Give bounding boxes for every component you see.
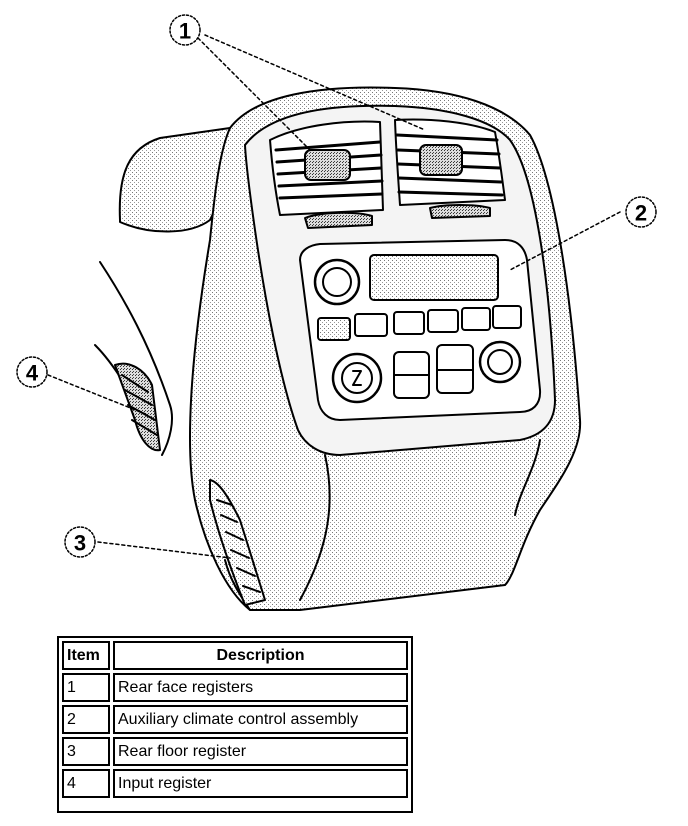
- rear-floor-register: [209, 479, 266, 606]
- description-cell: Rear floor register: [113, 737, 408, 766]
- description-header: Description: [113, 641, 408, 670]
- item-cell: 2: [62, 705, 110, 734]
- description-cell: Rear face registers: [113, 673, 408, 702]
- leader-lines: [47, 34, 621, 559]
- callout-labels: 1 2 3 4: [26, 19, 647, 556]
- item-header: Item: [62, 641, 110, 670]
- table-row: 4 Input register: [62, 769, 408, 798]
- table-row: 2 Auxiliary climate control assembly: [62, 705, 408, 734]
- callout-1: 1: [179, 19, 191, 44]
- item-cell: 4: [62, 769, 110, 798]
- right-face-register: [394, 118, 506, 219]
- description-cell: Auxiliary climate control assembly: [113, 705, 408, 734]
- callout-4: 4: [26, 361, 39, 386]
- legend-header-row: Item Description: [62, 641, 408, 670]
- left-face-register: [269, 120, 384, 229]
- callout-2: 2: [635, 201, 647, 226]
- input-register: [114, 362, 161, 452]
- seat-side: [99, 261, 173, 456]
- callout-3: 3: [74, 531, 86, 556]
- callout-circles: [16, 14, 657, 558]
- description-cell: Input register: [113, 769, 408, 798]
- table-row: 3 Rear floor register: [62, 737, 408, 766]
- table-row: 1 Rear face registers: [62, 673, 408, 702]
- item-cell: 3: [62, 737, 110, 766]
- item-cell: 1: [62, 673, 110, 702]
- control-panel: [299, 239, 542, 421]
- climate-console-illustration: 1 2 3 4: [16, 14, 657, 611]
- legend-table: Item Description 1 Rear face registers 2…: [57, 636, 413, 813]
